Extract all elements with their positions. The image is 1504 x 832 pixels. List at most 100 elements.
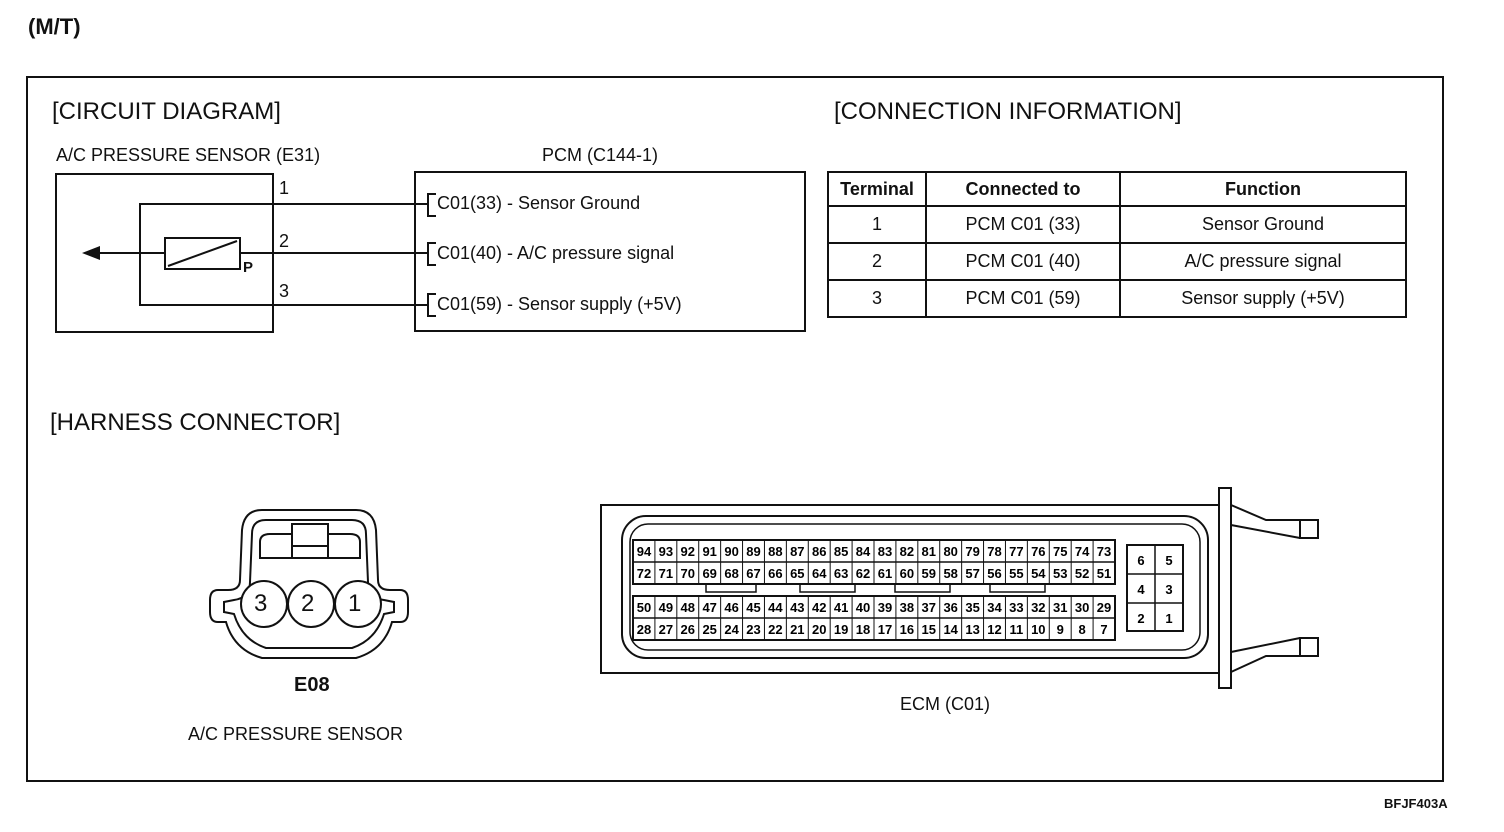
pcm-terminal-40: C01(40) - A/C pressure signal xyxy=(437,243,675,263)
ecm-pin-24: 24 xyxy=(724,622,739,637)
ecm-pin-35: 35 xyxy=(965,600,979,615)
cell-function: Sensor supply (+5V) xyxy=(1119,279,1407,318)
ecm-pin-34: 34 xyxy=(987,600,1002,615)
connection-info-title: [CONNECTION INFORMATION] xyxy=(834,98,1182,125)
ecm-pin-83: 83 xyxy=(878,544,892,559)
ecm-pin-69: 69 xyxy=(702,566,716,581)
ecm-pin-81: 81 xyxy=(922,544,936,559)
ecm-pin-49: 49 xyxy=(659,600,673,615)
ecm-pin-87: 87 xyxy=(790,544,804,559)
ecm-pin-78: 78 xyxy=(987,544,1001,559)
figure-code: BFJF403A xyxy=(1384,796,1448,811)
cell-terminal: 1 xyxy=(827,205,927,244)
ecm-pin-46: 46 xyxy=(724,600,738,615)
ecm-side-pin-5: 5 xyxy=(1165,553,1172,568)
ecm-pin-68: 68 xyxy=(724,566,738,581)
ecm-pin-7: 7 xyxy=(1100,622,1107,637)
ecm-pin-74: 74 xyxy=(1075,544,1090,559)
ecm-pin-94: 94 xyxy=(637,544,652,559)
table-row: 1 PCM C01 (33) Sensor Ground xyxy=(827,205,1407,244)
ecm-pin-80: 80 xyxy=(943,544,957,559)
ecm-pin-52: 52 xyxy=(1075,566,1089,581)
ecm-pin-17: 17 xyxy=(878,622,892,637)
e08-pin-1: 1 xyxy=(348,590,362,617)
ecm-pin-13: 13 xyxy=(965,622,979,637)
pcm-terminal-33: C01(33) - Sensor Ground xyxy=(437,193,641,213)
ecm-pin-90: 90 xyxy=(724,544,738,559)
wire-pin-1: 1 xyxy=(279,178,290,198)
ecm-pin-20: 20 xyxy=(812,622,826,637)
ecm-pin-91: 91 xyxy=(702,544,716,559)
ecm-pin-72: 72 xyxy=(637,566,651,581)
ecm-pin-56: 56 xyxy=(987,566,1001,581)
ecm-pin-77: 77 xyxy=(1009,544,1023,559)
ecm-pin-31: 31 xyxy=(1053,600,1067,615)
ecm-pin-73: 73 xyxy=(1097,544,1111,559)
ecm-pin-42: 42 xyxy=(812,600,826,615)
variant-label: (M/T) xyxy=(28,14,81,39)
table-row: 2 PCM C01 (40) A/C pressure signal xyxy=(827,242,1407,281)
ecm-pin-33: 33 xyxy=(1009,600,1023,615)
ecm-pin-10: 10 xyxy=(1031,622,1045,637)
ecm-pin-51: 51 xyxy=(1097,566,1111,581)
diagram-frame xyxy=(26,76,1444,782)
cell-connected: PCM C01 (33) xyxy=(925,205,1121,244)
ecm-pin-79: 79 xyxy=(965,544,979,559)
ecm-pin-64: 64 xyxy=(812,566,827,581)
pcm-label: PCM (C144-1) xyxy=(542,145,659,165)
ecm-pin-29: 29 xyxy=(1097,600,1111,615)
ecm-pin-67: 67 xyxy=(746,566,760,581)
e08-pin-2: 2 xyxy=(301,590,315,617)
ecm-pin-53: 53 xyxy=(1053,566,1067,581)
ecm-pin-66: 66 xyxy=(768,566,782,581)
ecm-pin-84: 84 xyxy=(856,544,871,559)
col-terminal: Terminal xyxy=(827,171,927,207)
harness-connector-title: [HARNESS CONNECTOR] xyxy=(50,409,341,436)
e08-name: A/C PRESSURE SENSOR xyxy=(188,724,404,744)
ecm-pin-58: 58 xyxy=(943,566,957,581)
table-header-row: Terminal Connected to Function xyxy=(827,171,1407,207)
pcm-terminal-59: C01(59) - Sensor supply (+5V) xyxy=(437,294,682,314)
wire-pin-3: 3 xyxy=(279,281,290,301)
ecm-pin-50: 50 xyxy=(637,600,651,615)
ecm-pin-18: 18 xyxy=(856,622,870,637)
ecm-pin-8: 8 xyxy=(1079,622,1086,637)
ecm-pin-47: 47 xyxy=(702,600,716,615)
e08-pin-3: 3 xyxy=(254,590,268,617)
sensor-label: A/C PRESSURE SENSOR (E31) xyxy=(56,145,321,165)
ecm-pin-9: 9 xyxy=(1057,622,1064,637)
ecm-pin-62: 62 xyxy=(856,566,870,581)
ecm-pin-43: 43 xyxy=(790,600,804,615)
ecm-pin-54: 54 xyxy=(1031,566,1046,581)
ecm-label: ECM (C01) xyxy=(900,694,991,714)
cell-function: A/C pressure signal xyxy=(1119,242,1407,281)
ecm-pin-60: 60 xyxy=(900,566,914,581)
ecm-side-pin-1: 1 xyxy=(1165,611,1172,626)
ecm-pin-44: 44 xyxy=(768,600,783,615)
ecm-side-pin-3: 3 xyxy=(1165,582,1172,597)
ecm-pin-37: 37 xyxy=(922,600,936,615)
e08-code: E08 xyxy=(294,674,330,696)
connection-table: Terminal Connected to Function 1 PCM C01… xyxy=(827,171,1407,318)
ecm-pin-61: 61 xyxy=(878,566,892,581)
ecm-pin-85: 85 xyxy=(834,544,848,559)
ecm-pin-45: 45 xyxy=(746,600,760,615)
ecm-pin-59: 59 xyxy=(922,566,936,581)
cell-connected: PCM C01 (59) xyxy=(925,279,1121,318)
cell-terminal: 2 xyxy=(827,242,927,281)
ecm-pin-57: 57 xyxy=(965,566,979,581)
ecm-pin-19: 19 xyxy=(834,622,848,637)
ecm-pin-26: 26 xyxy=(681,622,695,637)
ecm-pin-22: 22 xyxy=(768,622,782,637)
cell-function: Sensor Ground xyxy=(1119,205,1407,244)
ecm-pin-75: 75 xyxy=(1053,544,1067,559)
ecm-pin-12: 12 xyxy=(987,622,1001,637)
cell-terminal: 3 xyxy=(827,279,927,318)
ecm-pin-70: 70 xyxy=(681,566,695,581)
wire-pin-2: 2 xyxy=(279,231,290,251)
ecm-pin-82: 82 xyxy=(900,544,914,559)
ecm-pin-92: 92 xyxy=(681,544,695,559)
